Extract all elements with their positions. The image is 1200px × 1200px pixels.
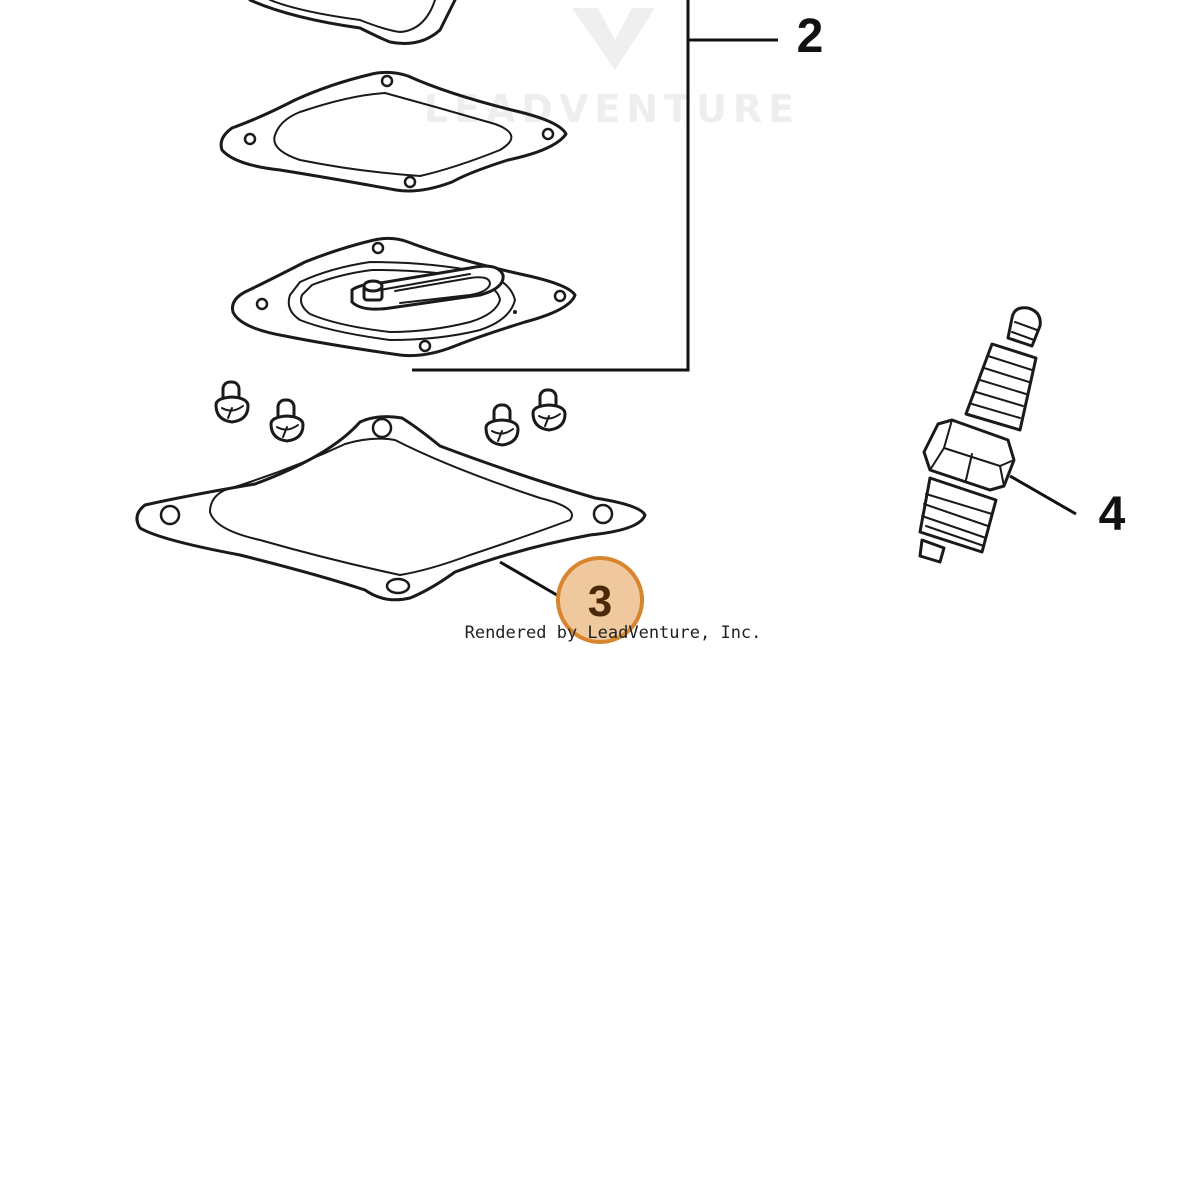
screw-3 [484,403,520,447]
callout-2[interactable]: 2 [797,10,824,63]
top-gasket-partial [248,0,457,45]
screw-1 [214,380,250,424]
watermark-text: LEADVENTURE [424,87,800,131]
reed-valve-plate [231,236,577,358]
bottom-gasket [135,415,647,602]
assembly-bracket [412,0,778,372]
callout-3-circle[interactable] [556,556,644,644]
screw-2 [269,398,305,443]
screws [214,380,567,447]
leader-4 [1009,474,1077,516]
render-credit: Rendered by LeadVenture, Inc. [465,623,762,643]
watermark-logo: LEADVENTURE [424,8,800,131]
callout-3[interactable]: 3 [588,577,612,626]
spark-plug [918,306,1042,564]
screw-4 [531,388,567,432]
leader-3 [499,560,563,600]
callout-3-highlight[interactable]: 3 [556,556,644,644]
callout-4[interactable]: 4 [1099,488,1126,541]
middle-gasket [219,70,568,193]
